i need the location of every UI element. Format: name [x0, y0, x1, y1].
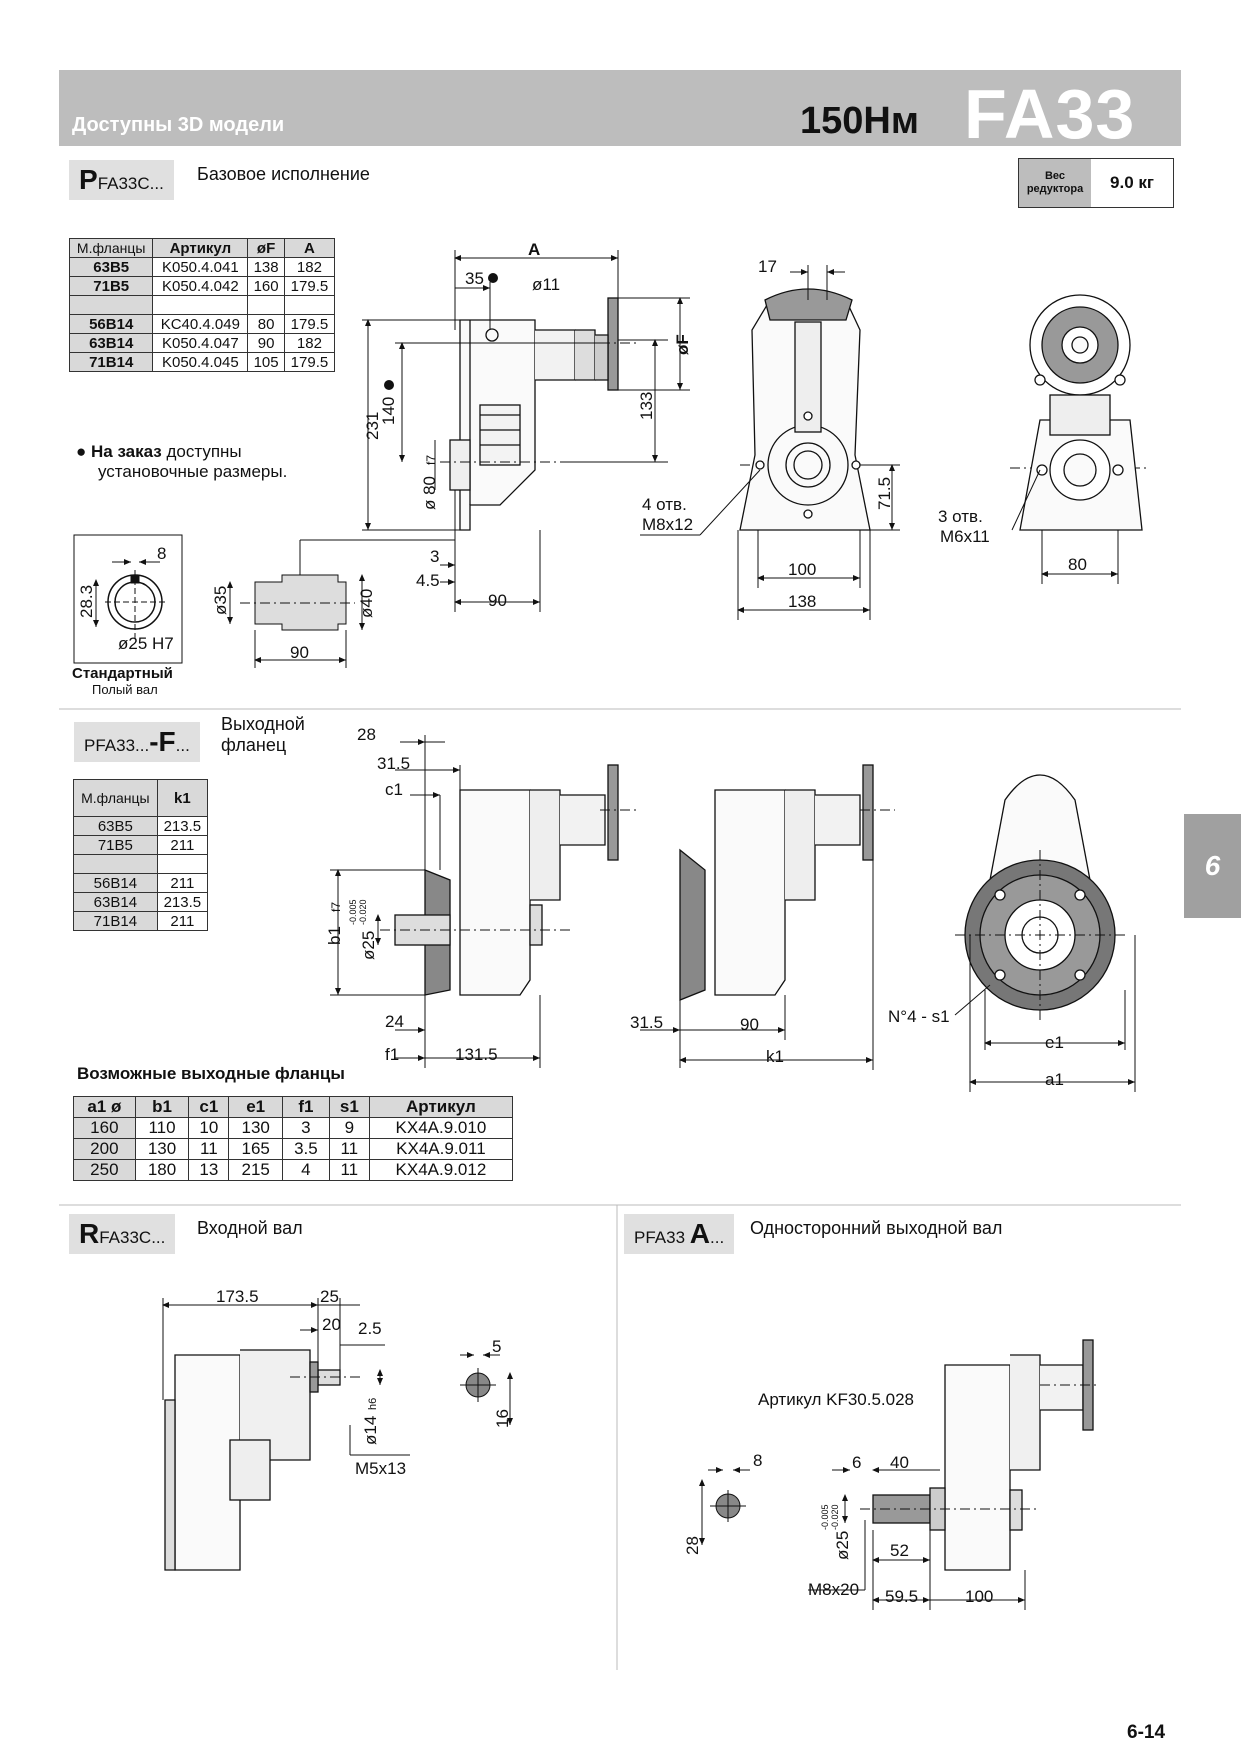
svg-text:140: 140	[379, 397, 398, 425]
standard-label: Стандартный	[72, 665, 173, 682]
flange-side-view-2	[679, 764, 874, 1001]
svg-text:40: 40	[890, 1453, 909, 1472]
svg-text:M8x20: M8x20	[808, 1580, 859, 1599]
svg-text:8: 8	[753, 1451, 762, 1470]
section-input-title: Входной вал	[197, 1218, 303, 1238]
svg-text:k1: k1	[766, 1047, 784, 1066]
section-output-title: Односторонний выходной вал	[750, 1218, 1003, 1238]
chapter-tab: 6	[1184, 814, 1241, 918]
svg-text:-0.020: -0.020	[358, 899, 368, 925]
svg-text:-0.005: -0.005	[820, 1504, 830, 1530]
base-rear-view	[1019, 294, 1143, 531]
svg-text:-0.020: -0.020	[830, 1504, 840, 1530]
model-title: FA33	[964, 75, 1136, 153]
svg-text:52: 52	[890, 1541, 909, 1560]
svg-text:-0.005: -0.005	[348, 899, 358, 925]
svg-text:ø25 H7: ø25 H7	[118, 634, 174, 653]
svg-text:b1: b1	[325, 926, 344, 945]
section-flange-badge: PFA33...-F...	[74, 722, 200, 762]
order-note: ● На заказ доступны установочные размеры…	[76, 442, 288, 481]
base-side-view	[449, 297, 619, 531]
svg-text:M6x11: M6x11	[940, 527, 990, 546]
svg-text:f7: f7	[424, 455, 438, 465]
svg-text:ø40: ø40	[357, 589, 376, 618]
svg-text:ø 80: ø 80	[420, 476, 439, 510]
svg-text:5: 5	[492, 1337, 501, 1356]
models-3d-label: Доступны 3D модели	[72, 114, 285, 136]
svg-text:90: 90	[740, 1015, 759, 1034]
section-base-badge: PFA33C...	[69, 160, 174, 200]
section-input-badge: RFA33C...	[69, 1214, 176, 1254]
svg-text:90: 90	[488, 591, 507, 610]
svg-text:4 отв.: 4 отв.	[642, 495, 687, 514]
svg-text:c1: c1	[385, 780, 403, 799]
svg-text:90: 90	[290, 643, 309, 662]
svg-text:133: 133	[637, 392, 656, 420]
svg-text:31.5: 31.5	[630, 1013, 663, 1032]
dim-A: A	[528, 240, 540, 259]
svg-text:f7: f7	[329, 902, 343, 912]
svg-text:e1: e1	[1045, 1033, 1064, 1052]
possible-flanges-title: Возможные выходные фланцы	[77, 1064, 345, 1083]
svg-text:f1: f1	[385, 1045, 399, 1064]
svg-text:100: 100	[788, 560, 816, 579]
svg-text:173.5: 173.5	[216, 1287, 259, 1306]
page-number: 6-14	[1127, 1722, 1166, 1743]
svg-text:6: 6	[852, 1453, 861, 1472]
svg-text:ø11: ø11	[532, 275, 560, 294]
svg-text:ø14: ø14	[361, 1416, 380, 1445]
svg-text:35: 35	[465, 269, 484, 288]
svg-text:4.5: 4.5	[416, 571, 440, 590]
header-bar	[59, 70, 1181, 146]
svg-text:31.5: 31.5	[377, 754, 410, 773]
svg-text:17: 17	[758, 257, 777, 276]
hollow-shaft-drawing	[73, 534, 455, 668]
svg-text:16: 16	[493, 1409, 512, 1428]
svg-text:24: 24	[385, 1012, 404, 1031]
svg-text:M5x13: M5x13	[355, 1459, 406, 1478]
flange-side-view-1	[394, 764, 619, 996]
svg-text:28: 28	[683, 1536, 702, 1555]
section-output-badge: PFA33 A...	[624, 1214, 735, 1254]
section-base-title: Базовое исполнение	[197, 164, 370, 184]
svg-text:2.5: 2.5	[358, 1319, 382, 1338]
svg-text:ø35: ø35	[211, 586, 230, 615]
svg-text:131.5: 131.5	[455, 1045, 498, 1064]
input-shaft-view	[164, 1349, 341, 1571]
svg-text:25: 25	[320, 1287, 339, 1306]
torque-label: 150Нм	[800, 100, 919, 142]
svg-text:h6: h6	[367, 1398, 379, 1410]
svg-text:28: 28	[357, 725, 376, 744]
svg-text:N°4 - s1: N°4 - s1	[888, 1007, 950, 1026]
svg-text:8: 8	[157, 544, 166, 563]
svg-text:28.3: 28.3	[77, 585, 96, 618]
svg-text:80: 80	[1068, 555, 1087, 574]
svg-text:100: 100	[965, 1587, 993, 1606]
hollow-shaft-label: Полый вал	[92, 682, 158, 697]
svg-text:ø25: ø25	[833, 1531, 852, 1560]
svg-text:71.5: 71.5	[875, 477, 894, 510]
svg-text:3 отв.: 3 отв.	[938, 507, 983, 526]
base-front-view	[739, 288, 871, 531]
svg-text:20: 20	[322, 1315, 341, 1334]
svg-text:138: 138	[788, 592, 816, 611]
svg-text:ø25: ø25	[359, 931, 378, 960]
svg-text:M8x12: M8x12	[642, 515, 693, 534]
svg-text:a1: a1	[1045, 1070, 1064, 1089]
svg-text:231: 231	[363, 412, 382, 440]
svg-text:59.5: 59.5	[885, 1587, 918, 1606]
svg-text:3: 3	[430, 547, 439, 566]
weight-value: 9.0 кг	[1110, 173, 1154, 192]
output-article: Артикул KF30.5.028	[758, 1390, 914, 1409]
svg-text:øF: øF	[673, 334, 692, 355]
